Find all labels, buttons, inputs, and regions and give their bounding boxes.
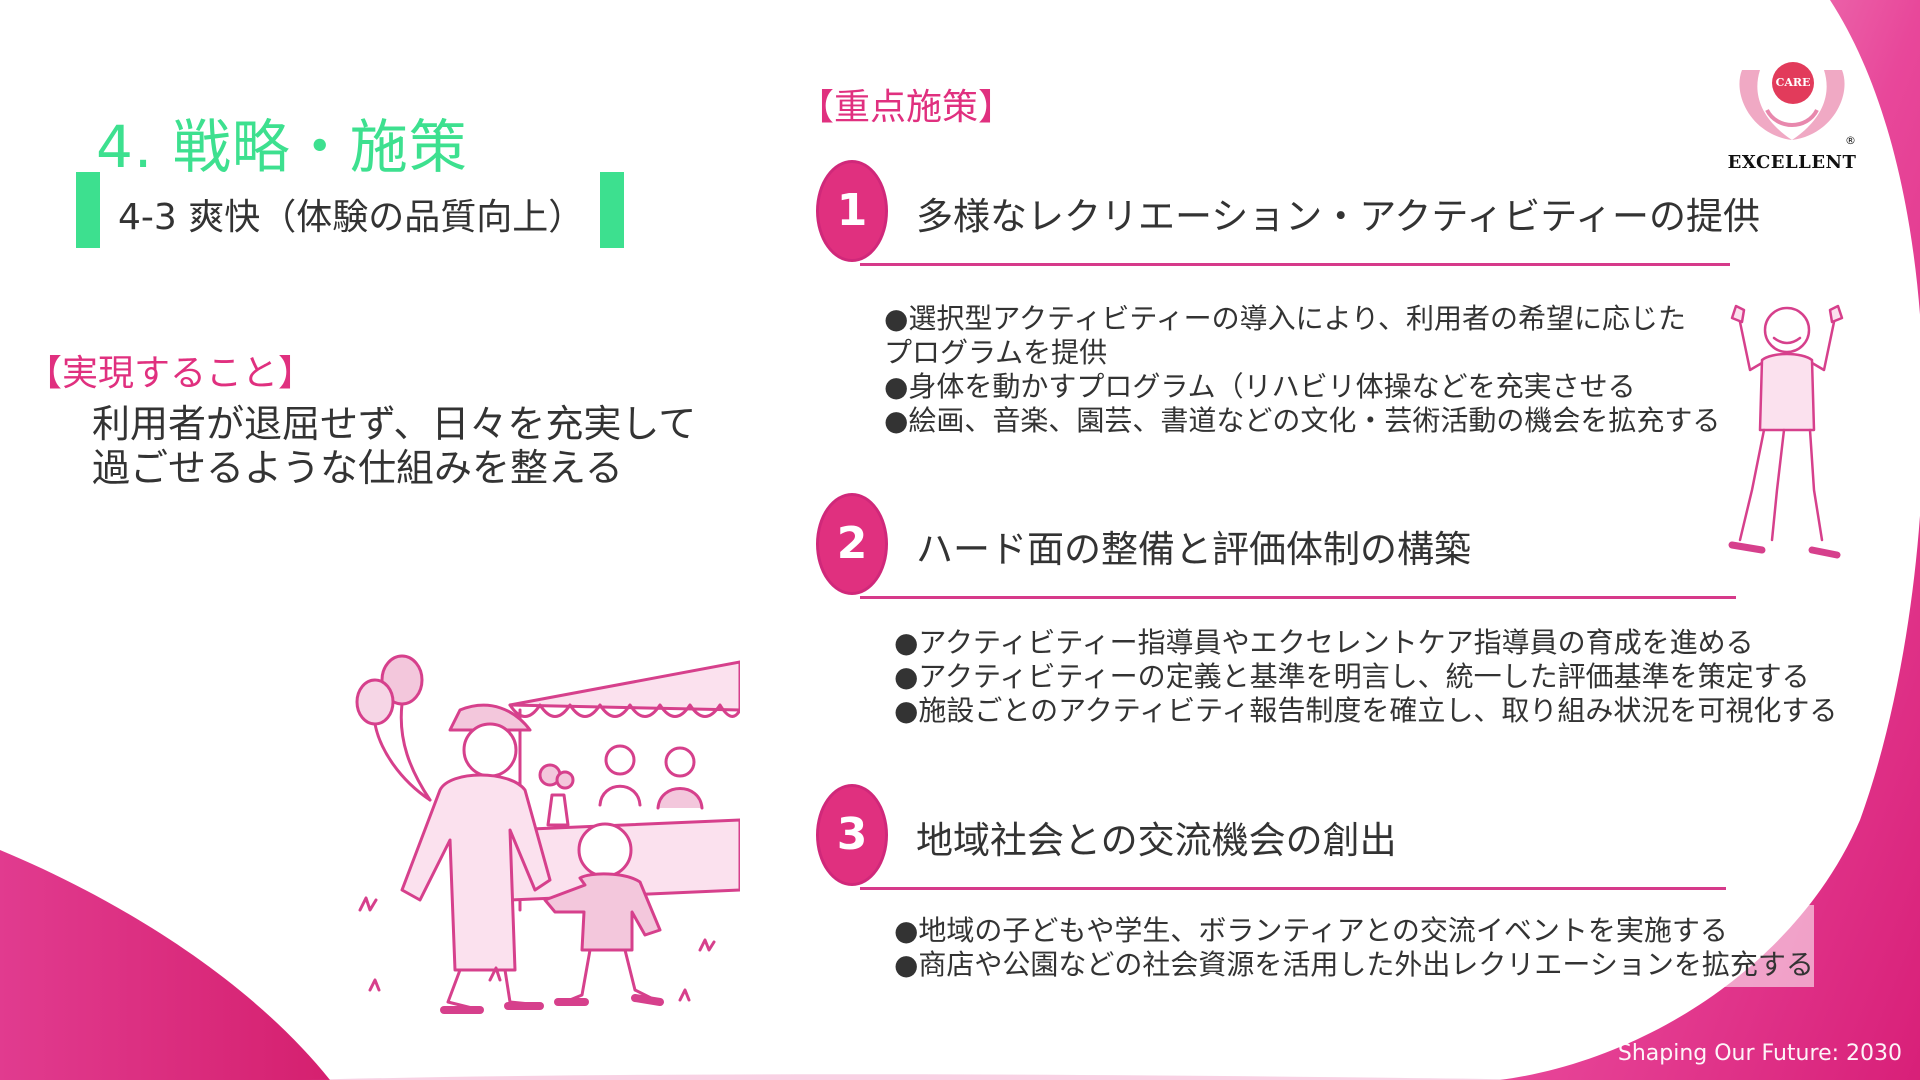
realize-label: 【実現すること】 [26,353,315,394]
focus-item-2-bullet-1: ●アクティビティー指導員やエクセレントケア指導員の育成を進める [894,626,1754,659]
bottom-band [300,1074,1560,1080]
realize-text: 利用者が退屈せず、日々を充実して 過ごせるような仕組みを整える [92,402,696,490]
section-title: 4. 戦略・施策 [96,113,468,181]
focus-item-3-bullet-2: ●商店や公園などの社会資源を活用した外出レクリエーションを拡充する [894,948,1814,981]
bottom-left-sweep [0,850,330,1080]
focus-item-2-title: ハード面の整備と評価体制の構築 [916,528,1471,571]
focus-item-1-bullet-2: プログラムを提供 [884,336,1108,369]
translucent-highlight-box [1678,905,1814,987]
focus-item-3-title: 地域社会との交流機会の創出 [916,819,1397,862]
focus-item-1: 1 多様なレクリエーション・アクティビティーの提供 [816,160,1760,266]
registered-mark: ® [1845,134,1856,147]
focus-item-1-bullet-4: ●絵画、音楽、園芸、書道などの文化・芸術活動の機会を拡充する [884,404,1721,437]
realize-line-2: 過ごせるような仕組みを整える [92,446,623,490]
focus-item-2-bullets: ●アクティビティー指導員やエクセレントケア指導員の育成を進める ●アクティビティ… [894,626,1837,728]
focus-item-1-bullet-3: ●身体を動かすプログラム（リハビリ体操などを充実させる [884,370,1636,403]
focus-item-2: 2 ハード面の整備と評価体制の構築 [816,493,1736,599]
focus-item-2-rule [860,596,1736,599]
subtitle-bar-left [76,172,100,248]
subtitle-text: 4-3 爽快（体験の品質向上） [118,197,585,238]
subtitle-bar-right [600,172,624,248]
focus-label: 【重点施策】 [798,87,1015,128]
realize-line-1: 利用者が退屈せず、日々を充実して [92,402,697,446]
focus-item-2-number: 2 [816,493,888,595]
focus-item-3: 3 地域社会との交流機会の創出 [816,784,1726,890]
cheering-elder-illustration [1728,304,1844,559]
focus-item-3-bullets: ●地域の子どもや学生、ボランティアとの交流イベントを実施する ●商店や公園などの… [894,914,1814,982]
focus-item-3-number: 3 [816,784,888,886]
care-badge: CARE [1772,62,1814,104]
focus-item-1-bullets: ●選択型アクティビティーの導入により、利用者の希望に応じた プログラムを提供 ●… [884,302,1720,438]
logo-wordmark: EXCELLENT [1727,152,1857,173]
focus-item-2-bullet-3: ●施設ごとのアクティビティ報告制度を確立し、取り組み状況を可視化する [894,694,1838,727]
focus-item-3-rule [860,887,1726,890]
subtitle-box: 4-3 爽快（体験の品質向上） [76,172,624,248]
company-logo: CARE ® EXCELLENT [1722,40,1862,180]
focus-item-1-rule [860,263,1730,266]
focus-item-3-bullet-1: ●地域の子どもや学生、ボランティアとの交流イベントを実施する [894,914,1728,947]
festival-illustration [355,654,740,1014]
footer-tagline: Shaping Our Future: 2030 [1617,1041,1902,1066]
hands-icon [1739,70,1845,140]
focus-item-2-bullet-2: ●アクティビティーの定義と基準を明言し、統一した評価基準を策定する [894,660,1810,693]
focus-item-1-title: 多様なレクリエーション・アクティビティーの提供 [916,195,1760,238]
right-arc [1500,0,1920,1080]
focus-item-1-number: 1 [816,160,888,262]
focus-item-1-bullet-1: ●選択型アクティビティーの導入により、利用者の希望に応じた [884,302,1686,335]
